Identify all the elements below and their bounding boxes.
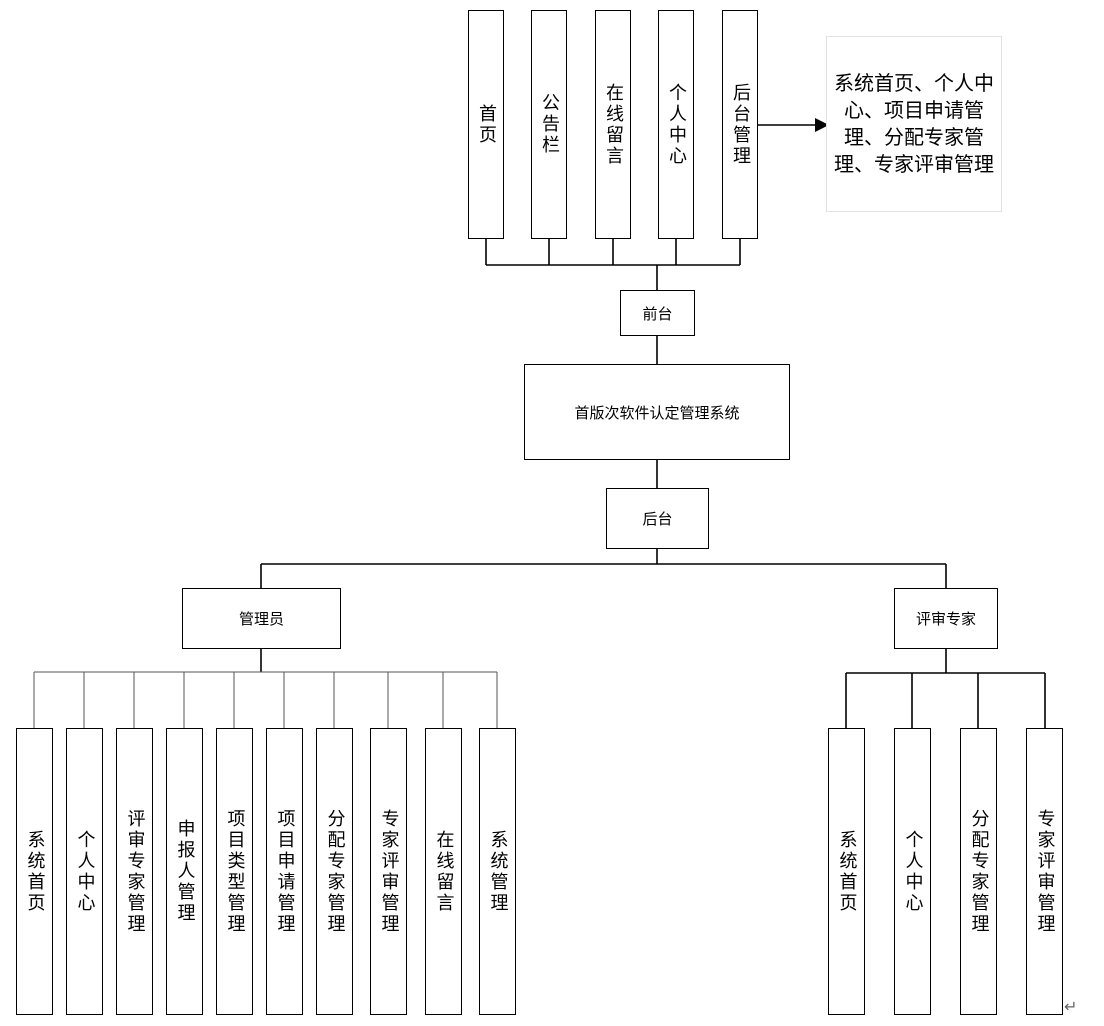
frontend-module-label: 个人中心 bbox=[666, 82, 687, 167]
backend-hub: 后台 bbox=[606, 488, 709, 549]
frontend-hub: 前台 bbox=[620, 290, 695, 336]
expert-module: 专家评审管理 bbox=[1026, 728, 1063, 1015]
admin-module: 分配专家管理 bbox=[316, 728, 353, 1015]
arrow-head-icon bbox=[815, 118, 829, 132]
expert-module-label: 专家评审管理 bbox=[1034, 808, 1056, 935]
admin-module-label: 专家评审管理 bbox=[378, 808, 400, 935]
frontend-module-profile: 个人中心 bbox=[658, 10, 694, 239]
admin-feature-note: 系统首页、个人中心、项目申请管理、分配专家管理、专家评审管理 bbox=[826, 36, 1002, 212]
frontend-module-home: 首页 bbox=[468, 10, 504, 239]
role-expert: 评审专家 bbox=[894, 588, 998, 649]
admin-module-label: 个人中心 bbox=[74, 829, 96, 914]
admin-module: 申报人管理 bbox=[166, 728, 203, 1015]
frontend-module-notice: 公告栏 bbox=[531, 10, 567, 239]
role-expert-label: 评审专家 bbox=[915, 610, 976, 628]
admin-module: 项目类型管理 bbox=[216, 728, 253, 1015]
admin-module: 在线留言 bbox=[425, 728, 462, 1015]
admin-module: 专家评审管理 bbox=[370, 728, 407, 1015]
admin-module: 系统管理 bbox=[479, 728, 516, 1015]
admin-module: 系统首页 bbox=[16, 728, 53, 1015]
expert-module-label: 分配专家管理 bbox=[968, 808, 990, 935]
frontend-module-admin: 后台管理 bbox=[722, 10, 758, 239]
frontend-module-label: 后台管理 bbox=[730, 82, 751, 167]
admin-module: 项目申请管理 bbox=[266, 728, 303, 1015]
paragraph-mark-icon: ↵ bbox=[1064, 997, 1078, 1016]
admin-module-label: 分配专家管理 bbox=[324, 808, 346, 935]
expert-module: 系统首页 bbox=[828, 728, 865, 1015]
expert-module: 个人中心 bbox=[894, 728, 931, 1015]
admin-module-label: 评审专家管理 bbox=[124, 808, 146, 935]
admin-module: 评审专家管理 bbox=[116, 728, 153, 1015]
expert-module-label: 系统首页 bbox=[836, 829, 858, 914]
frontend-hub-label: 前台 bbox=[642, 304, 673, 323]
frontend-module-label: 首页 bbox=[476, 103, 497, 146]
system-root: 首版次软件认定管理系统 bbox=[524, 364, 790, 460]
backend-hub-label: 后台 bbox=[642, 510, 673, 528]
admin-module: 个人中心 bbox=[66, 728, 103, 1015]
expert-module: 分配专家管理 bbox=[960, 728, 997, 1015]
role-admin: 管理员 bbox=[182, 588, 341, 649]
admin-module-label: 系统首页 bbox=[24, 829, 46, 914]
frontend-module-label: 公告栏 bbox=[539, 93, 560, 156]
frontend-module-message: 在线留言 bbox=[595, 10, 631, 239]
admin-module-label: 系统管理 bbox=[487, 829, 509, 914]
admin-module-label: 在线留言 bbox=[433, 829, 455, 914]
role-admin-label: 管理员 bbox=[238, 610, 284, 628]
admin-module-label: 项目申请管理 bbox=[274, 808, 296, 935]
admin-module-label: 项目类型管理 bbox=[224, 808, 246, 935]
system-title: 首版次软件认定管理系统 bbox=[574, 403, 740, 422]
expert-module-label: 个人中心 bbox=[902, 829, 924, 914]
frontend-module-label: 在线留言 bbox=[603, 82, 624, 167]
admin-feature-note-text: 系统首页、个人中心、项目申请管理、分配专家管理、专家评审管理 bbox=[834, 71, 994, 176]
admin-module-label: 申报人管理 bbox=[174, 819, 196, 924]
